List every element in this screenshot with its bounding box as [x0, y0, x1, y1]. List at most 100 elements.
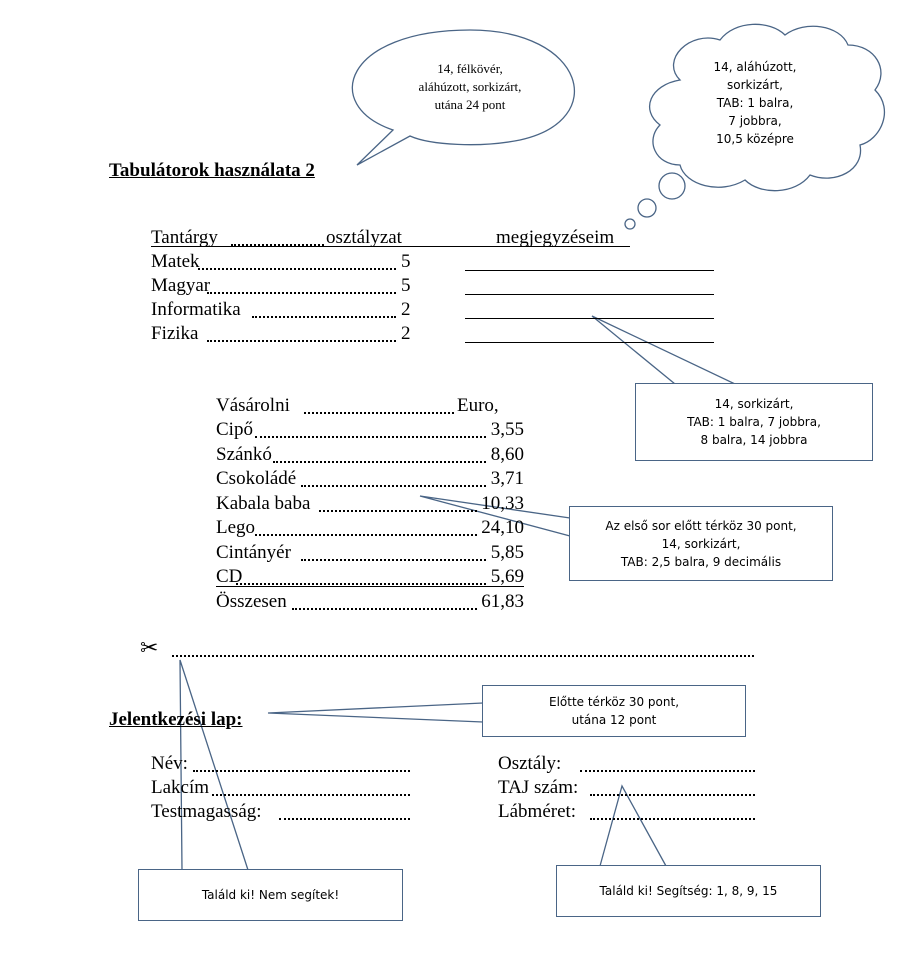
shopping-header: Vásárolni Euro, — [216, 394, 516, 418]
form-field-label: Testmagasság: — [151, 801, 262, 822]
shopping-leader-dots — [254, 534, 477, 536]
grade-subject: Informatika — [151, 299, 241, 320]
shopping-item-price: 5,85 — [490, 541, 524, 563]
shopping-leader-dots — [254, 436, 486, 438]
shopping-item-name: Cipő — [216, 419, 253, 440]
form-field-input-dots[interactable] — [278, 818, 410, 820]
shopping-item-name: Lego — [216, 517, 256, 538]
cloud-dot-large — [658, 172, 686, 200]
shopping-item-price: 8,60 — [490, 443, 524, 465]
grades-pointer — [591, 315, 736, 385]
shopping-item-name: Cintányér — [216, 541, 291, 563]
grade-leader-dots — [207, 292, 396, 294]
form-field-right: Osztály: — [498, 752, 755, 776]
grade-row: Fizika 2 — [151, 322, 716, 346]
shopping-callout-line: Az első sor előtt térköz 30 pont, — [605, 518, 797, 533]
notes-blank-line[interactable] — [465, 270, 714, 271]
heading-bubble-text: 14, félkövér, aláhúzott, sorkizárt, után… — [380, 60, 560, 114]
bubble-line: aláhúzott, sorkizárt, — [418, 79, 522, 94]
left-bottom-pointer — [179, 659, 249, 871]
form-field-label: Osztály: — [498, 753, 562, 774]
shopping-item-price: 5,69 — [490, 566, 524, 587]
shopping-callout-box: Az első sor előtt térköz 30 pont, 14, so… — [569, 506, 833, 581]
form-field-input-dots[interactable] — [590, 818, 755, 820]
form-field-left: Név: — [151, 752, 410, 776]
form-field-input-dots[interactable] — [212, 794, 410, 796]
shopping-item: Cintányér 5,85 — [216, 541, 526, 565]
bubble-line: 14, félkövér, — [437, 61, 503, 76]
notes-blank-line[interactable] — [465, 318, 714, 319]
cloud-line: sorkizárt, — [727, 78, 783, 92]
grades-callout-box: 14, sorkizárt, TAB: 1 balra, 7 jobbra, 8… — [635, 383, 873, 461]
form-field-label: TAJ szám: — [498, 777, 579, 798]
form-heading-pointer — [267, 702, 484, 723]
grades-callout-line: TAB: 1 balra, 7 jobbra, — [687, 415, 821, 429]
form-field-input-dots[interactable] — [590, 794, 755, 796]
shopping-item-name: CD — [216, 566, 243, 587]
cloud-line: TAB: 1 balra, — [716, 96, 794, 110]
cloud-line: 14, aláhúzott, — [713, 60, 797, 74]
right-bottom-callout-box: Találd ki! Segítség: 1, 8, 9, 15 — [556, 865, 821, 917]
form-title: Jelentkezési lap: — [109, 709, 243, 730]
header-underline — [151, 246, 630, 247]
page-title: Tabulátorok használata 2 — [109, 160, 315, 181]
form-field-label: Lábméret: — [498, 801, 577, 822]
grade-subject: Fizika — [151, 323, 199, 344]
form-field-input-dots[interactable] — [193, 770, 410, 772]
shopping-item-price: 3,71 — [490, 468, 524, 489]
shopping-item: Csokoládé 3,71 — [216, 467, 526, 491]
grades-callout-line: 8 balra, 14 jobbra — [700, 433, 808, 447]
grade-value: 2 — [401, 323, 411, 344]
form-field-right: Lábméret: — [498, 800, 755, 824]
left-bottom-callout-text: Találd ki! Nem segítek! — [201, 888, 340, 902]
scissors-icon: ✂ — [140, 636, 159, 661]
header-leader-dots — [231, 244, 324, 246]
notes-blank-line[interactable] — [465, 342, 714, 343]
grade-leader-dots — [198, 268, 396, 270]
shopping-header-label: Vásárolni — [216, 395, 290, 416]
shopping-leader-dots — [300, 485, 486, 487]
shopping-item-name: Összesen — [216, 590, 287, 612]
grades-header: Tantárgy osztályzat megjegyzéseim — [151, 226, 631, 250]
grade-subject: Matek — [151, 251, 200, 272]
shopping-leader-dots — [236, 583, 486, 585]
form-field-label: Név: — [151, 753, 188, 774]
shopping-item-name: Csokoládé — [216, 468, 297, 489]
header-grade: osztályzat — [326, 227, 402, 248]
shopping-header-currency: Euro, — [457, 395, 499, 416]
header-notes: megjegyzéseim — [496, 227, 615, 248]
left-bottom-callout-box: Találd ki! Nem segítek! — [138, 869, 403, 921]
heading-bubble-shape — [351, 29, 575, 166]
header-subject: Tantárgy — [151, 227, 218, 248]
form-field-left: Lakcím — [151, 776, 410, 800]
shopping-item-name: Szánkó — [216, 443, 272, 465]
shopping-item-price: 61,83 — [481, 590, 524, 612]
shopping-item: Szánkó 8,60 — [216, 443, 526, 467]
right-bottom-callout-text: Találd ki! Segítség: 1, 8, 9, 15 — [599, 884, 778, 898]
shopping-item: Lego 24,10 — [216, 516, 526, 540]
shopping-leader-dots — [319, 509, 477, 512]
right-bottom-pointer — [599, 784, 667, 867]
cloud-shape — [649, 23, 886, 192]
shopping-leader-dots — [273, 460, 486, 463]
form-heading-callout-line: Előtte térköz 30 pont, — [548, 695, 680, 709]
form-field-input-dots[interactable] — [580, 770, 755, 772]
notes-blank-line[interactable] — [465, 294, 714, 295]
shopping-callout-line: TAB: 2,5 balra, 9 decimális — [620, 554, 782, 569]
subtotal-underline — [216, 586, 524, 587]
shopping-item: Összesen 61,83 — [216, 590, 526, 614]
shopping-item-price: 24,10 — [481, 517, 524, 538]
form-heading-callout-line: utána 12 pont — [571, 713, 657, 727]
grades-callout-line: 14, sorkizárt, — [714, 397, 794, 411]
bubble-line: utána 24 pont — [434, 97, 506, 112]
cut-line-dots — [172, 655, 754, 657]
shopping-callout-line: 14, sorkizárt, — [661, 536, 741, 551]
form-heading-callout-box: Előtte térköz 30 pont, utána 12 pont — [482, 685, 746, 737]
shopping-item: CD 5,69 — [216, 565, 526, 589]
cloud-dot-small — [624, 218, 636, 230]
